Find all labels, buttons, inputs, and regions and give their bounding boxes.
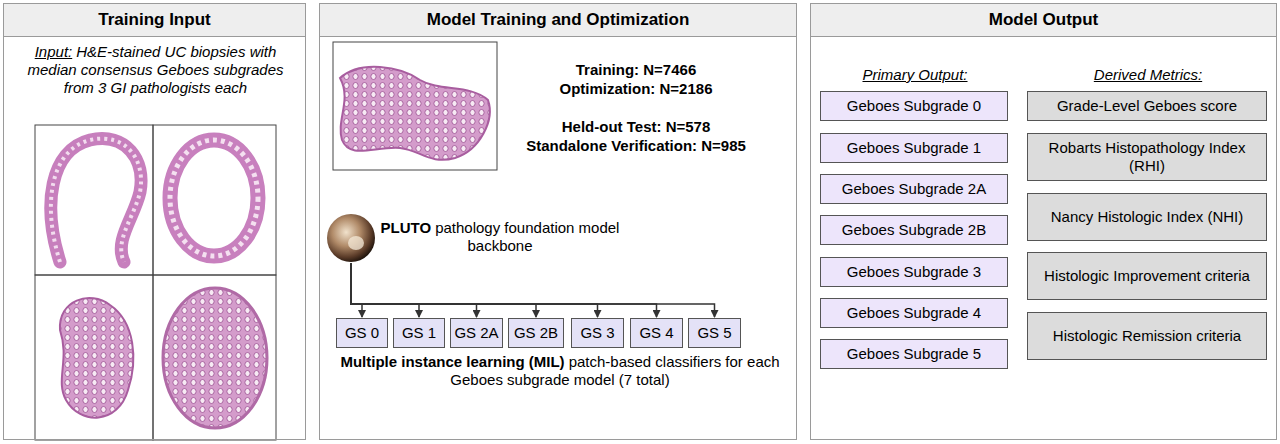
connector-arrow	[351, 263, 419, 317]
node-text: GS 5	[697, 324, 731, 342]
node-text: Geboes Subgrade 3	[847, 263, 981, 281]
node-text: Geboes Subgrade 5	[847, 345, 981, 363]
node-text: Geboes Subgrade 2B	[842, 221, 986, 239]
image-frame	[153, 275, 276, 440]
tissue-oval	[163, 288, 267, 428]
tissue-crypts	[51, 139, 141, 262]
text-group: Training: N=7466Optimization: N=2186Held…	[506, 60, 766, 155]
output-box: Geboes Subgrade 3	[820, 257, 1008, 287]
node-text: Geboes Subgrade 2A	[842, 180, 986, 198]
node-text: Optimization: N=2186	[506, 79, 766, 98]
tissue-slide	[340, 67, 490, 160]
subgrade-model-box: GS 2A	[450, 318, 503, 348]
text-group: Model Output	[811, 4, 1276, 37]
subgrade-model-box: GS 1	[393, 318, 445, 348]
planet-patch	[348, 236, 364, 250]
subgrade-model-box: GS 2B	[508, 318, 564, 348]
image-frame	[35, 125, 153, 275]
output-box: Geboes Subgrade 5	[820, 339, 1008, 369]
text-group: Training Input	[4, 4, 305, 37]
node-text: GS 2B	[514, 324, 558, 342]
metric-box: Histologic Remission criteria	[1027, 312, 1267, 360]
node-text: GS 2A	[454, 324, 498, 342]
connector-arrow	[351, 263, 657, 317]
node-text: Geboes Subgrade 4	[847, 304, 981, 322]
tissue-ring	[170, 140, 258, 256]
subgrade-model-box: GS 0	[336, 318, 388, 348]
node-text: GS 1	[402, 324, 436, 342]
connector-arrow	[351, 263, 362, 317]
node-text: GS 0	[345, 324, 379, 342]
node-text: Input:	[35, 43, 73, 60]
node-text: Grade-Level Geboes score	[1057, 97, 1237, 115]
image-frame	[153, 125, 276, 275]
node-text: Derived Metrics:	[1094, 66, 1202, 83]
metric-box: Grade-Level Geboes score	[1027, 91, 1267, 121]
output-box: Geboes Subgrade 2A	[820, 174, 1008, 204]
node-text: Histologic Improvement criteria	[1044, 267, 1250, 285]
metric-box: Robarts Histopathology Index (RHI)	[1027, 133, 1267, 181]
tissue-ribbon	[51, 139, 141, 262]
connector-arrow	[351, 263, 715, 317]
node-text: Primary Output:	[862, 66, 967, 83]
output-box: Geboes Subgrade 0	[820, 91, 1008, 121]
node-text: Model Training and Optimization	[427, 10, 690, 30]
node-text: Nancy Histologic Index (NHI)	[1051, 208, 1244, 226]
node-text: Geboes Subgrade 1	[847, 139, 981, 157]
output-box: Geboes Subgrade 1	[820, 133, 1008, 163]
text-group: Derived Metrics:	[1028, 66, 1268, 84]
planet-disc	[327, 214, 375, 262]
node-text: Multiple instance learning (MIL)	[340, 353, 564, 370]
text-group: Model Training and Optimization	[320, 4, 796, 37]
connector-arrow	[351, 263, 536, 317]
connector-arrow	[351, 263, 477, 317]
node-text: Robarts Histopathology Index (RHI)	[1042, 139, 1252, 175]
tissue-blob	[60, 298, 133, 418]
panel: Training InputInput:H&E-stained UC biops…	[3, 3, 306, 440]
image-frame	[333, 42, 497, 170]
panel: Model OutputPrimary Output: Derived Metri…	[810, 3, 1277, 440]
node-text: Held-out Test: N=578	[506, 117, 766, 136]
metric-box: Histologic Improvement criteria	[1027, 252, 1267, 300]
node-text: GS 3	[580, 324, 614, 342]
subgrade-model-box: GS 5	[688, 318, 741, 348]
panel: Model Training and OptimizationTraining:…	[319, 3, 797, 440]
node-text: Training: N=7466	[506, 60, 766, 79]
output-box: Geboes Subgrade 4	[820, 298, 1008, 328]
node-text: PLUTO	[381, 219, 432, 236]
subgrade-model-box: GS 4	[630, 318, 683, 348]
connector-arrow	[351, 263, 598, 317]
text-group: Multiple instance learning (MIL)patch-ba…	[340, 353, 780, 389]
node-text: Model Output	[989, 10, 1099, 30]
tissue-crypts	[170, 140, 258, 256]
node-text: Standalone Verification: N=985	[506, 136, 766, 155]
node-text: GS 4	[639, 324, 673, 342]
planet-shape	[326, 213, 376, 263]
node-text: pathology foundation model backbone	[435, 219, 619, 254]
output-box: Geboes Subgrade 2B	[820, 215, 1008, 245]
metric-box: Nancy Histologic Index (NHI)	[1027, 193, 1267, 241]
text-group: Primary Output:	[821, 66, 1009, 84]
node-text: Histologic Remission criteria	[1053, 327, 1241, 345]
text-group: PLUTOpathology foundation model backbone	[380, 219, 620, 255]
image-frame	[35, 275, 153, 440]
node-text: Training Input	[98, 10, 210, 30]
subgrade-model-box: GS 3	[571, 318, 624, 348]
text-group: Input:H&E-stained UC biopsies with media…	[24, 43, 287, 97]
planet-icon: PLUTOpathology foundation model backbone	[326, 213, 376, 263]
node-text: Geboes Subgrade 0	[847, 97, 981, 115]
